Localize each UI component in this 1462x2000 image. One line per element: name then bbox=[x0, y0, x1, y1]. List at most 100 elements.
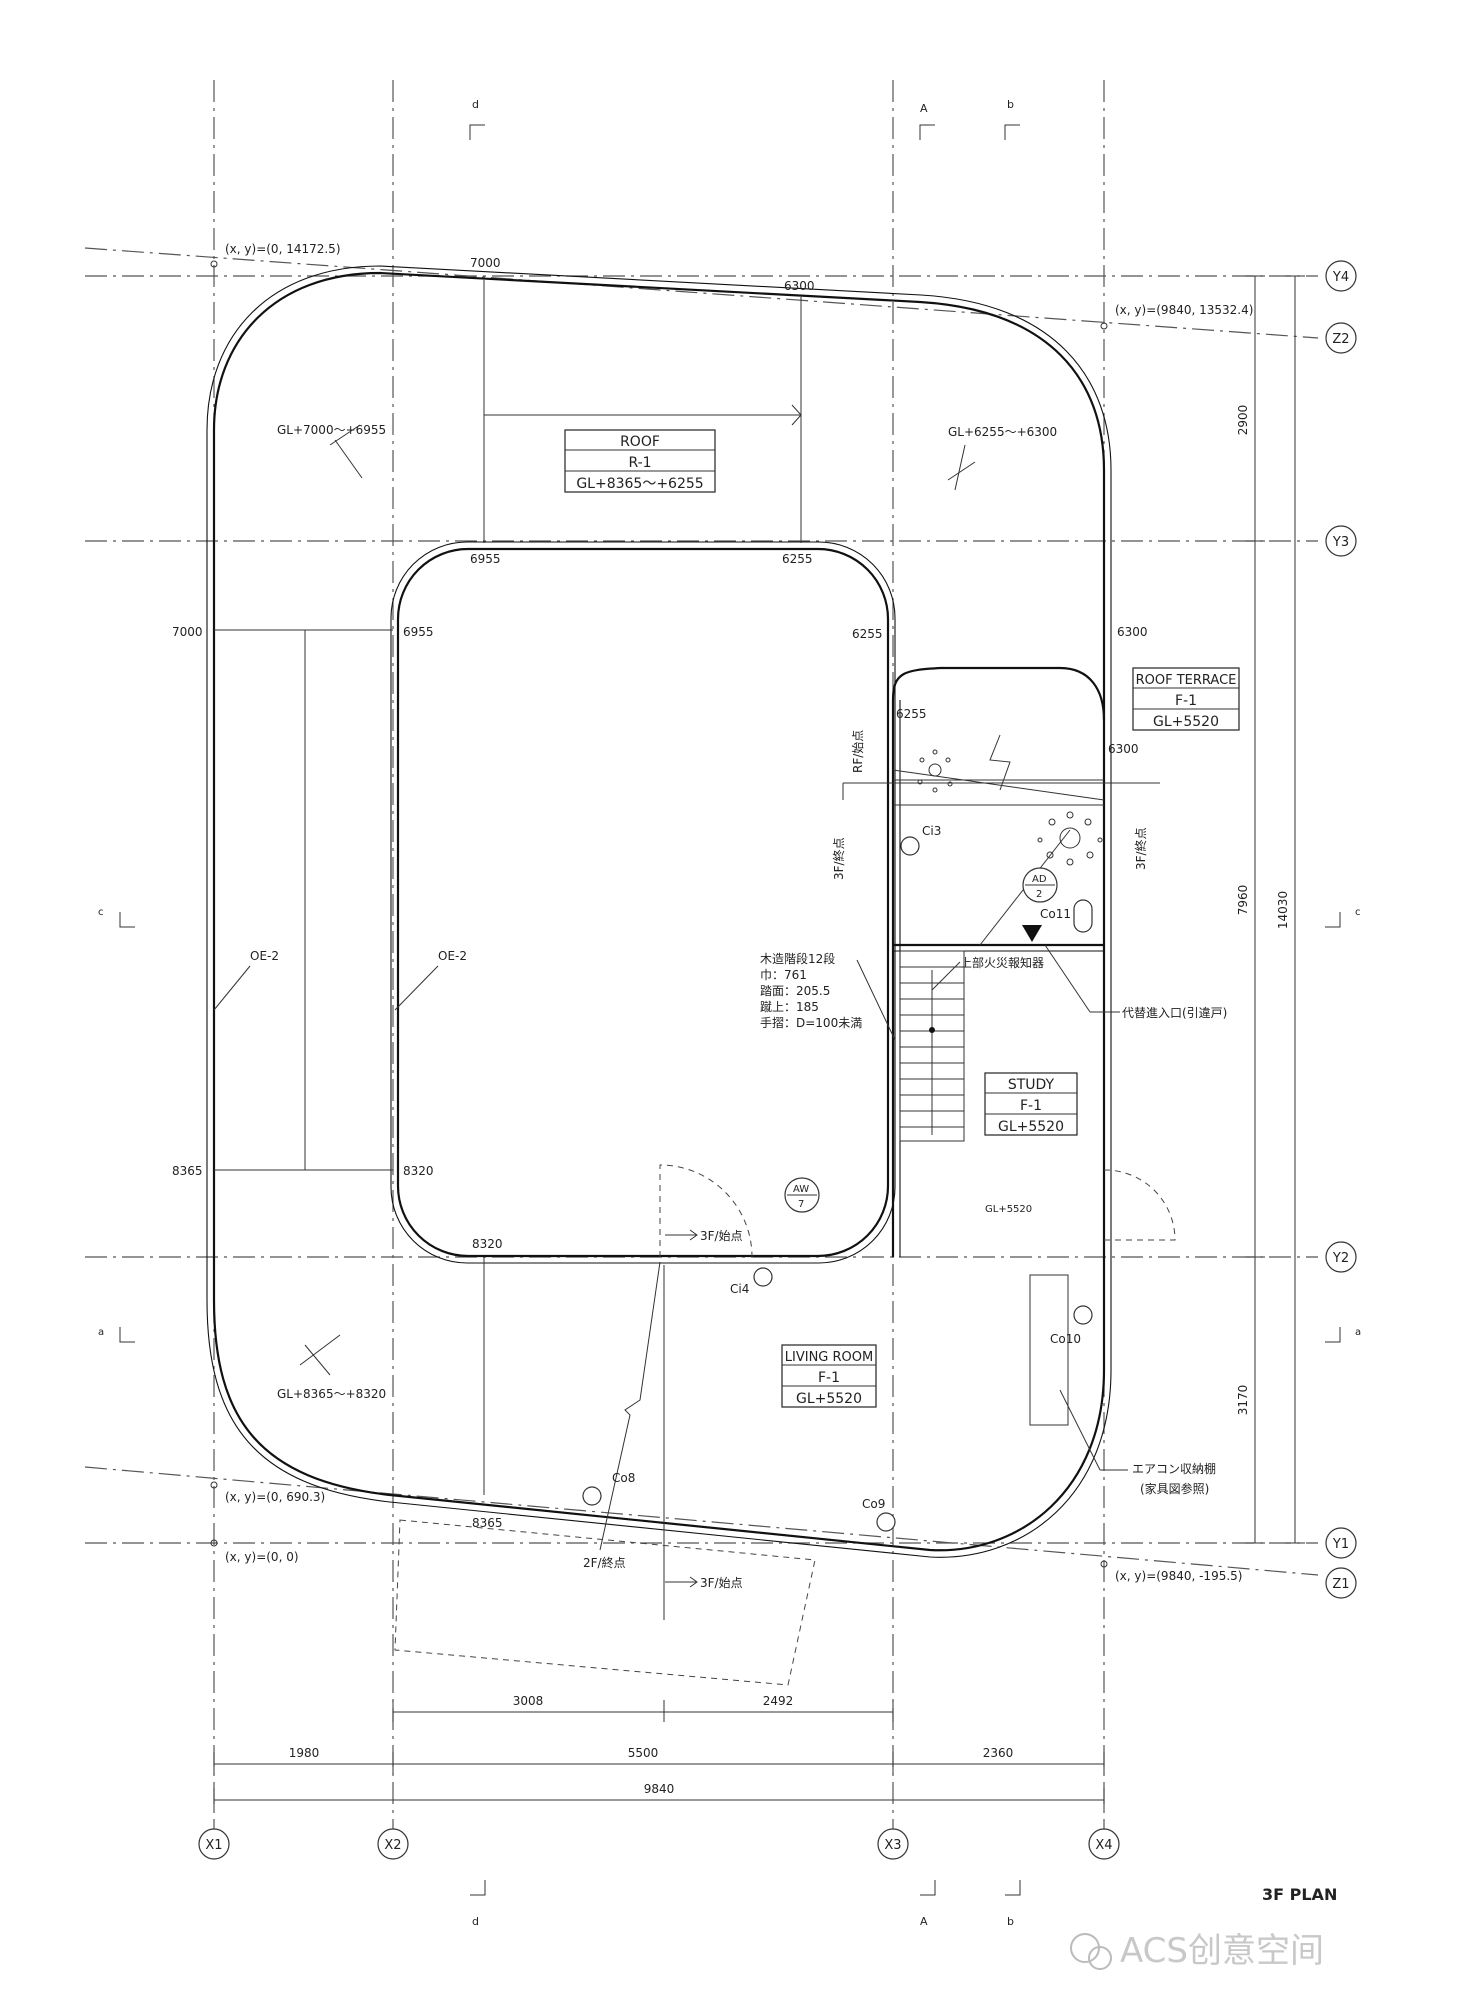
svg-text:14030: 14030 bbox=[1276, 891, 1290, 929]
coordinate-notes: (x, y)=(0, 14172.5) (x, y)=(9840, 13532.… bbox=[210, 242, 1253, 1583]
slope-annotations: GL+7000～+6955 GL+6255～+6300 GL+8365～+832… bbox=[277, 423, 1057, 1401]
svg-text:8320: 8320 bbox=[472, 1237, 503, 1251]
svg-text:3F/始点: 3F/始点 bbox=[700, 1229, 743, 1243]
svg-text:6955: 6955 bbox=[470, 552, 501, 566]
svg-text:9840: 9840 bbox=[644, 1782, 675, 1796]
svg-text:F-1: F-1 bbox=[1175, 693, 1197, 709]
dimensions-bottom: 3008 2492 1980 5500 2360 9840 bbox=[213, 1694, 1105, 1810]
svg-text:6955: 6955 bbox=[403, 625, 434, 639]
svg-text:手摺：D=100未満: 手摺：D=100未満 bbox=[760, 1015, 862, 1030]
room-label-roof: ROOF R-1 GL+8365～+6255 bbox=[564, 429, 716, 493]
svg-text:3F/終点: 3F/終点 bbox=[1133, 827, 1148, 870]
svg-text:(x, y)=(9840, 13532.4): (x, y)=(9840, 13532.4) bbox=[1115, 303, 1253, 317]
svg-text:8365: 8365 bbox=[172, 1164, 203, 1178]
svg-text:Z2: Z2 bbox=[1332, 332, 1349, 347]
svg-text:蹴上：185: 蹴上：185 bbox=[760, 1000, 819, 1014]
svg-text:7000: 7000 bbox=[470, 256, 501, 270]
svg-text:上部火災報知器: 上部火災報知器 bbox=[960, 955, 1044, 970]
svg-text:LIVING ROOM: LIVING ROOM bbox=[785, 1350, 873, 1365]
svg-text:GL+5520: GL+5520 bbox=[985, 1204, 1032, 1215]
svg-text:Co9: Co9 bbox=[862, 1497, 885, 1511]
watermark: ACS创意空间 bbox=[1070, 1931, 1324, 1971]
svg-text:ROOF TERRACE: ROOF TERRACE bbox=[1136, 673, 1237, 688]
svg-text:STUDY: STUDY bbox=[1008, 1077, 1055, 1093]
svg-text:OE-2: OE-2 bbox=[438, 949, 467, 963]
svg-text:3008: 3008 bbox=[513, 1694, 544, 1708]
svg-text:Y2: Y2 bbox=[1332, 1251, 1349, 1266]
svg-text:AD: AD bbox=[1032, 874, 1047, 885]
svg-text:2900: 2900 bbox=[1236, 405, 1250, 436]
section-marks: d A b c c a a d A b bbox=[98, 98, 1361, 1928]
dimensions-right: 2900 7960 3170 14030 bbox=[1236, 275, 1305, 1544]
planter-left bbox=[917, 749, 953, 793]
svg-text:3F/始点: 3F/始点 bbox=[700, 1576, 743, 1590]
svg-text:X1: X1 bbox=[205, 1838, 222, 1853]
svg-text:(家具図参照): (家具図参照) bbox=[1140, 1481, 1209, 1496]
svg-text:GL+5520: GL+5520 bbox=[998, 1119, 1064, 1135]
svg-text:X2: X2 bbox=[384, 1838, 401, 1853]
svg-text:GL+6255～+6300: GL+6255～+6300 bbox=[948, 425, 1057, 439]
svg-text:2F/終点: 2F/終点 bbox=[583, 1555, 626, 1570]
svg-text:3F/終点: 3F/終点 bbox=[831, 837, 846, 880]
svg-text:b: b bbox=[1007, 1915, 1014, 1928]
svg-text:RF/始点: RF/始点 bbox=[851, 730, 865, 773]
plan-title: 3F PLAN bbox=[1262, 1885, 1337, 1904]
svg-text:a: a bbox=[1355, 1327, 1361, 1338]
svg-text:8320: 8320 bbox=[403, 1164, 434, 1178]
svg-text:2: 2 bbox=[1036, 889, 1042, 900]
svg-text:c: c bbox=[98, 907, 104, 918]
room-label-roof-terrace: ROOF TERRACE F-1 GL+5520 bbox=[1132, 667, 1240, 731]
svg-text:7: 7 bbox=[798, 1199, 804, 1210]
svg-text:Ci3: Ci3 bbox=[922, 824, 941, 838]
svg-text:GL+8365～+8320: GL+8365～+8320 bbox=[277, 1387, 386, 1401]
svg-text:Y4: Y4 bbox=[1332, 270, 1349, 285]
svg-text:5500: 5500 bbox=[628, 1746, 659, 1760]
svg-text:1980: 1980 bbox=[289, 1746, 320, 1760]
outer-roof-outline bbox=[206, 265, 1112, 1558]
svg-text:a: a bbox=[98, 1327, 104, 1338]
room-label-study: STUDY F-1 GL+5520 bbox=[984, 1072, 1078, 1136]
svg-text:(x, y)=(0, 0): (x, y)=(0, 0) bbox=[225, 1550, 299, 1564]
inner-courtyard-outline bbox=[390, 541, 896, 1264]
svg-text:GL+5520: GL+5520 bbox=[796, 1391, 862, 1407]
svg-text:Co11: Co11 bbox=[1040, 907, 1071, 921]
svg-text:Co10: Co10 bbox=[1050, 1332, 1081, 1346]
svg-text:(x, y)=(0, 690.3): (x, y)=(0, 690.3) bbox=[225, 1490, 325, 1504]
svg-text:OE-2: OE-2 bbox=[250, 949, 279, 963]
svg-text:A: A bbox=[920, 1915, 928, 1928]
svg-text:巾：761: 巾：761 bbox=[760, 968, 807, 982]
svg-text:6255: 6255 bbox=[896, 707, 927, 721]
svg-text:エアコン収納棚: エアコン収納棚 bbox=[1132, 1461, 1216, 1476]
grid-bubbles: X1 X2 X3 X4 Y4 Z2 Y3 Y2 Y1 Z1 bbox=[198, 260, 1357, 1860]
svg-text:d: d bbox=[472, 98, 479, 111]
svg-text:6300: 6300 bbox=[784, 279, 815, 293]
column-tags: Ci3 Ci4 Co8 Co9 Co10 Co11 AD 2 AW 7 bbox=[582, 824, 1093, 1532]
svg-text:ROOF: ROOF bbox=[620, 434, 660, 450]
svg-text:代替進入口(引違戸): 代替進入口(引違戸) bbox=[1122, 1006, 1227, 1020]
svg-text:6300: 6300 bbox=[1108, 742, 1139, 756]
internal-lines bbox=[214, 280, 1176, 1686]
grid-lines bbox=[84, 80, 1319, 1835]
notes: OE-2 OE-2 RF/始点 3F/終点 3F/終点 木造階段12段 巾：76… bbox=[213, 730, 1227, 1590]
svg-text:2492: 2492 bbox=[763, 1694, 794, 1708]
svg-text:6255: 6255 bbox=[782, 552, 813, 566]
planter-right bbox=[1037, 811, 1103, 866]
svg-text:Z1: Z1 bbox=[1332, 1577, 1349, 1592]
svg-text:X4: X4 bbox=[1095, 1838, 1112, 1853]
svg-text:F-1: F-1 bbox=[818, 1370, 840, 1386]
svg-text:c: c bbox=[1355, 907, 1361, 918]
svg-text:Co8: Co8 bbox=[612, 1471, 635, 1485]
svg-text:GL+8365～+6255: GL+8365～+6255 bbox=[576, 476, 703, 492]
svg-text:7960: 7960 bbox=[1236, 885, 1250, 916]
svg-text:b: b bbox=[1007, 98, 1014, 111]
room-label-living-room: LIVING ROOM F-1 GL+5520 bbox=[781, 1344, 877, 1408]
svg-text:Y3: Y3 bbox=[1332, 535, 1349, 550]
elevation-numbers: 7000 6300 6955 6255 7000 6955 6255 6300 … bbox=[172, 256, 1148, 1530]
svg-text:R-1: R-1 bbox=[628, 455, 651, 471]
svg-text:踏面：205.5: 踏面：205.5 bbox=[760, 984, 830, 998]
svg-text:Y1: Y1 bbox=[1332, 1537, 1349, 1552]
svg-text:8365: 8365 bbox=[472, 1516, 503, 1530]
svg-text:X3: X3 bbox=[884, 1838, 901, 1853]
svg-text:AW: AW bbox=[793, 1184, 809, 1195]
